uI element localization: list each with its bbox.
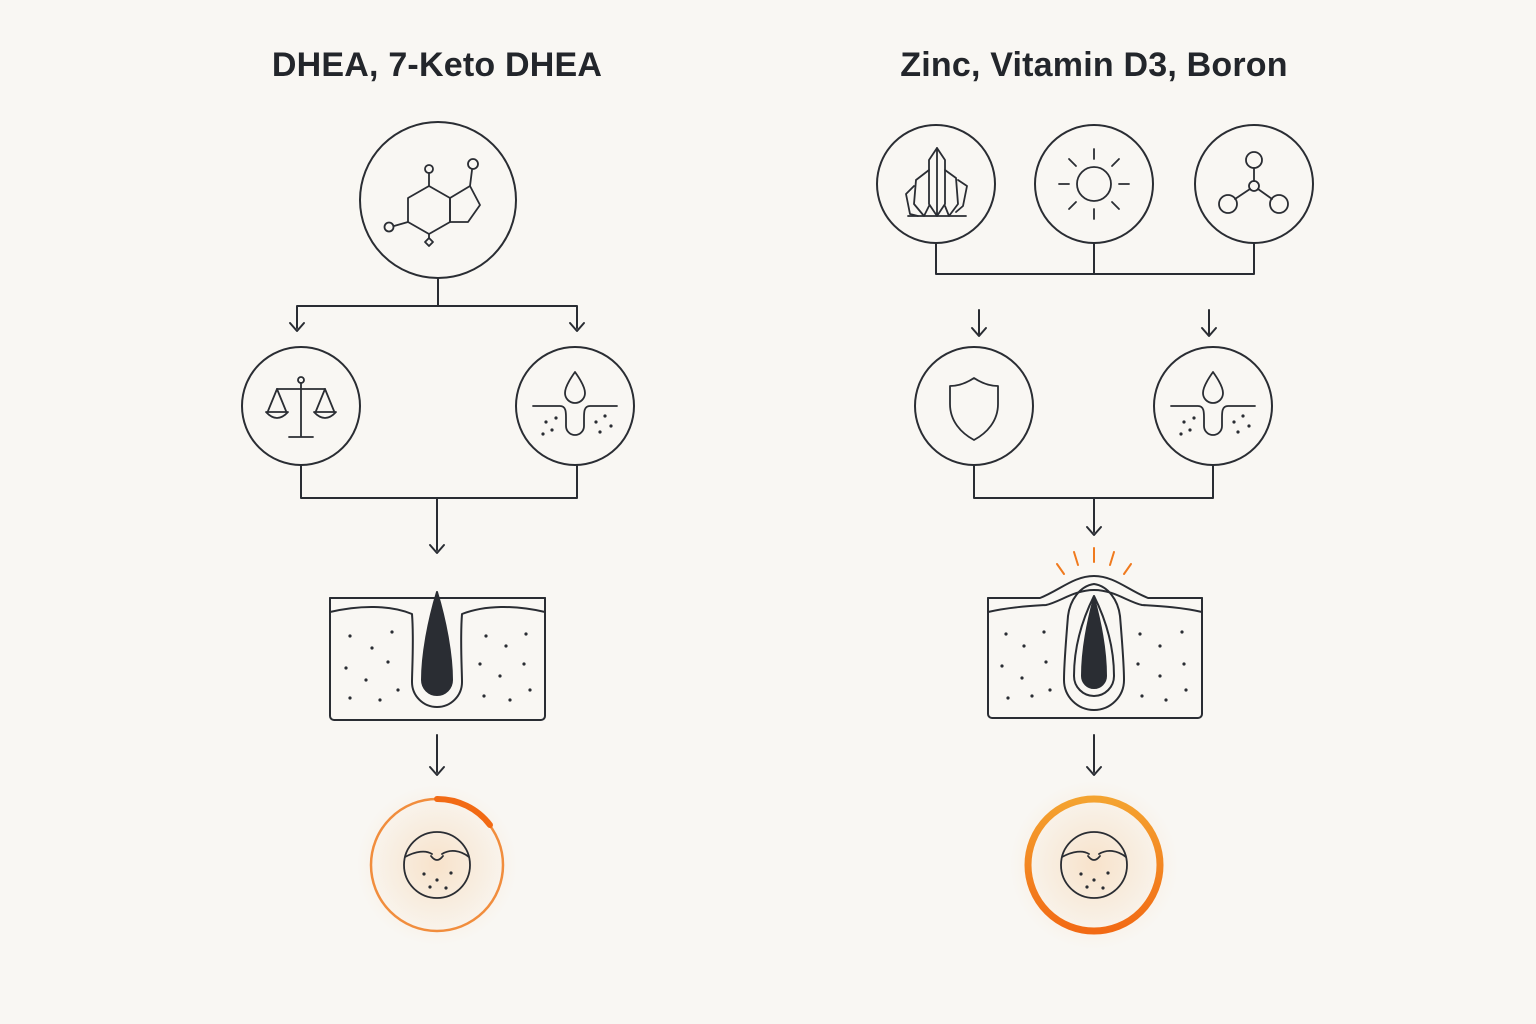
right-merge-connector (973, 464, 1214, 499)
shield-icon (949, 377, 999, 441)
sebum-drop-icon (1170, 371, 1256, 436)
right-outcome-node (1010, 781, 1178, 949)
sun-icon (1058, 148, 1130, 220)
balance-scale-icon (265, 376, 337, 438)
left-split-connector (296, 305, 578, 329)
left-outcome-node (357, 785, 517, 945)
steroid-molecule-icon (383, 158, 481, 247)
clear-skin-pore-icon (1060, 831, 1128, 899)
left-panel-title: DHEA, 7-Keto DHEA (271, 46, 603, 84)
sebum-drop-icon (532, 371, 618, 436)
right-source-node-boron (1194, 124, 1314, 244)
left-source-node (359, 121, 517, 279)
right-source-node-zinc (876, 124, 996, 244)
left-effect-node-sebum (515, 346, 635, 466)
right-panel-title: Zinc, Vitamin D3, Boron (900, 46, 1288, 84)
boron-molecule-icon (1218, 151, 1289, 214)
left-merge-connector (300, 464, 578, 499)
zinc-crystal-icon (905, 147, 968, 217)
right-effect-node-sebum (1153, 346, 1273, 466)
clear-skin-pore-icon (403, 831, 471, 899)
inflamed-follicle-icon (987, 547, 1203, 719)
right-source-node-vitamin-d3 (1034, 124, 1154, 244)
right-effect-node-shield (914, 346, 1034, 466)
hair-follicle-icon (329, 591, 546, 721)
left-effect-node-balance (241, 346, 361, 466)
